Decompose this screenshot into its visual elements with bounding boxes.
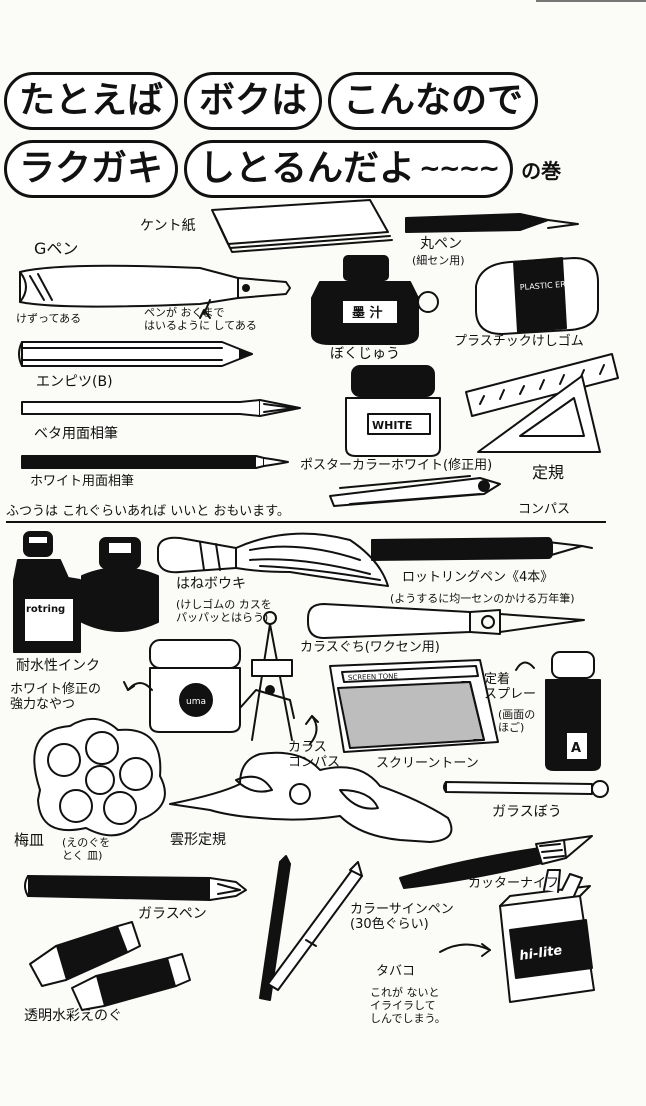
karasuguchi-drawing — [307, 603, 585, 639]
white-jar-brand: uma — [186, 697, 206, 707]
label-screentone: スクリーントーン — [376, 756, 479, 771]
label-umezara-note: (えのぐを とく 皿) — [62, 836, 111, 862]
watercolor-tubes-drawing — [29, 921, 191, 1011]
label-fixative-note: (画面の ほご) — [498, 708, 536, 734]
hane-bouki-drawing — [157, 532, 389, 587]
cigarette-brand-label: hi-lite — [518, 943, 563, 964]
label-poster-white: ポスターカラーホワイト(修正用) — [300, 458, 493, 473]
label-hane-bouki: はねボウキ — [176, 576, 246, 592]
section-divider — [6, 521, 606, 523]
g-pen-drawing — [19, 264, 291, 319]
pencil-drawing — [18, 341, 253, 367]
label-plastic-eraser: プラスチックけしゴム — [454, 334, 584, 349]
title-bubble: ボクは — [184, 72, 323, 130]
cloud-ruler-drawing — [169, 751, 453, 843]
usually-enough-note: ふつうは これぐらいあれば いいと おもいます。 — [6, 504, 290, 519]
color-sign-pen-drawing — [259, 855, 363, 1001]
arrow-annotation — [439, 943, 491, 953]
poster-jar-label: WHITE — [372, 419, 412, 432]
title-line-2: ラクガキ しとるんだよ ~~~~ の巻 — [4, 140, 561, 198]
label-pen-note: ペンが おくまで はいるように してある — [144, 306, 257, 332]
title-bubble: しとるんだよ ~~~~ — [184, 140, 514, 198]
maru-pen-drawing — [405, 213, 579, 233]
label-watercolor: 透明水彩えのぐ — [24, 1008, 122, 1024]
label-compass: コンパス — [518, 502, 571, 517]
label-strong-white: ホワイト修正の 強力なやつ — [10, 682, 102, 712]
umezara-drawing — [33, 718, 166, 837]
rotring-brand-label: rotring — [26, 604, 65, 615]
label-glass-pen: ガラスペン — [138, 906, 207, 922]
label-waterproof-ink: 耐水性インク — [16, 658, 100, 674]
label-rotring: ロットリングペン《4本》 — [402, 570, 554, 585]
label-karasu-compass: カラス コンパス — [288, 740, 341, 770]
bokujuu-bottle-drawing — [311, 255, 439, 345]
spray-label: A — [571, 741, 581, 756]
label-cloud-ruler: 雲形定規 — [170, 832, 226, 848]
label-maru-pen-note: (細セン用) — [412, 254, 465, 267]
beta-brush-drawing — [21, 399, 301, 417]
waterproof-ink-drawing — [13, 531, 159, 653]
page-corner-line — [536, 0, 646, 2]
glass-rod-drawing — [443, 780, 609, 798]
cigarette-pack-drawing — [499, 869, 595, 1003]
title-bubble-text: しとるんだよ — [199, 148, 416, 189]
label-g-pen: Gペン — [34, 239, 79, 258]
rotring-pen-drawing — [371, 537, 593, 561]
compass-drawing — [329, 475, 501, 507]
label-beta-brush: ベタ用面相筆 — [34, 426, 118, 442]
label-tobacco: タバコ — [376, 964, 416, 979]
label-tobacco-note: これが ないと イライラして しんでしまう。 — [370, 986, 446, 1025]
title-wave: ~~~~ — [419, 154, 500, 184]
label-umezara: 梅皿 — [14, 831, 45, 849]
arrow-annotation — [123, 681, 135, 691]
label-maru-pen: 丸ペン — [420, 236, 462, 252]
arrow-annotation — [305, 715, 319, 725]
ink-bottle-label: 墨 汁 — [352, 305, 383, 321]
title-bubble: こんなので — [328, 72, 539, 130]
title-bubble: たとえば — [4, 72, 179, 130]
label-white-brush: ホワイト用面相筆 — [30, 474, 135, 489]
label-ruler: 定規 — [532, 463, 565, 482]
white-correction-jar-drawing — [149, 639, 241, 733]
kent-paper-drawing — [211, 199, 393, 253]
label-hane-note: (けしゴムの カスを パッパッとはらう) — [176, 598, 272, 624]
title-bubble: ラクガキ — [4, 140, 179, 198]
karasu-compass-drawing — [239, 611, 295, 741]
label-fixative: 定着 スプレー — [484, 672, 537, 702]
ruler-drawing — [465, 353, 619, 453]
screentone-drawing — [329, 659, 499, 753]
label-cutter: カッターナイフ — [468, 876, 560, 891]
glass-pen-drawing — [24, 875, 247, 901]
tone-brand-label: SCREEN TONE — [348, 672, 398, 682]
title-suffix: の巻 — [521, 158, 562, 183]
label-bokujuu: ぼくじゅう — [330, 346, 400, 362]
label-kent-paper: ケント紙 — [140, 218, 196, 234]
label-rotring-note: (ようするに均一センのかける万年筆) — [390, 592, 575, 605]
poster-white-jar-drawing — [345, 365, 441, 457]
fixative-spray-drawing — [545, 651, 601, 771]
arrow-annotation — [481, 943, 491, 957]
white-brush-drawing — [21, 455, 289, 469]
cutter-knife-drawing — [399, 835, 593, 889]
title-line-1: たとえば ボクは こんなので — [4, 72, 539, 130]
label-pencil: エンピツ(B) — [36, 374, 113, 390]
arrow-annotation — [515, 661, 535, 671]
label-glass-rod: ガラスぼう — [492, 804, 562, 820]
plastic-eraser-drawing — [475, 257, 599, 335]
label-karasuguchi: カラスぐち(ワクセン用) — [300, 640, 440, 655]
label-shaved: けずってある — [16, 312, 82, 325]
label-color-sign-pen: カラーサインペン (30色ぐらい) — [350, 902, 454, 932]
